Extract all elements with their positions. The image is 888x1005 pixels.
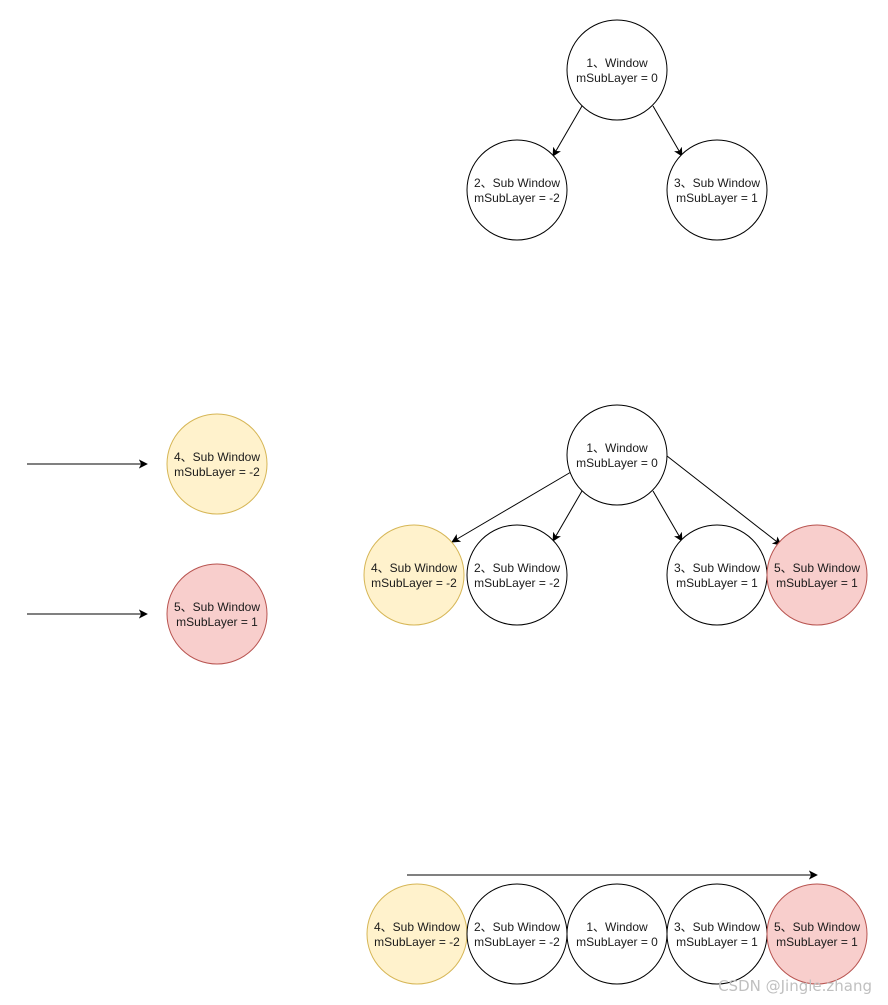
incoming-windows: 4、Sub Window mSubLayer = -2 5、Sub Window… xyxy=(27,413,268,665)
middle-tree: 1、Window mSubLayer = 0 4、Sub Window mSub… xyxy=(363,404,868,626)
window-node-title: 1、Window xyxy=(586,56,648,70)
window-node-circle xyxy=(666,883,768,985)
window-node-title: 5、Sub Window xyxy=(174,600,260,614)
edge-w1-w5-middle xyxy=(666,455,782,546)
window-node-2-middle: 2、Sub Window mSubLayer = -2 xyxy=(466,524,568,626)
window-node-5-incoming: 5、Sub Window mSubLayer = 1 xyxy=(166,563,268,665)
window-node-sublayer: mSubLayer = 0 xyxy=(576,456,658,470)
window-node-3-bottom: 3、Sub Window mSubLayer = 1 xyxy=(666,883,768,985)
edge-w1-w2-middle xyxy=(552,490,583,542)
bottom-order-row: 4、Sub Window mSubLayer = -2 2、Sub Window… xyxy=(366,870,868,985)
window-node-4-incoming: 4、Sub Window mSubLayer = -2 xyxy=(166,413,268,515)
window-node-circle xyxy=(566,883,668,985)
edge-w1-w3-top xyxy=(652,105,683,157)
window-node-circle xyxy=(366,883,468,985)
window-node-title: 2、Sub Window xyxy=(474,561,560,575)
window-node-circle xyxy=(466,139,568,241)
window-node-circle xyxy=(766,883,868,985)
window-node-title: 5、Sub Window xyxy=(774,561,860,575)
window-node-circle xyxy=(666,524,768,626)
window-node-sublayer: mSubLayer = 1 xyxy=(776,576,858,590)
window-node-1-middle: 1、Window mSubLayer = 0 xyxy=(566,404,668,506)
watermark-text: CSDN @Jingle.zhang xyxy=(718,977,872,995)
window-node-sublayer: mSubLayer = -2 xyxy=(474,935,560,949)
window-node-circle xyxy=(166,563,268,665)
window-node-circle xyxy=(363,524,465,626)
window-node-5-middle: 5、Sub Window mSubLayer = 1 xyxy=(766,524,868,626)
window-node-sublayer: mSubLayer = -2 xyxy=(474,576,560,590)
window-node-5-bottom: 5、Sub Window mSubLayer = 1 xyxy=(766,883,868,985)
window-node-title: 2、Sub Window xyxy=(474,920,560,934)
edge-w1-w3-middle xyxy=(652,490,683,542)
window-node-title: 4、Sub Window xyxy=(174,450,260,464)
window-node-sublayer: mSubLayer = 0 xyxy=(576,935,658,949)
window-node-sublayer: mSubLayer = 1 xyxy=(676,191,758,205)
window-node-circle xyxy=(166,413,268,515)
window-node-circle xyxy=(466,883,568,985)
window-node-circle xyxy=(666,139,768,241)
window-node-sublayer: mSubLayer = 1 xyxy=(176,615,258,629)
window-node-circle xyxy=(466,524,568,626)
window-node-sublayer: mSubLayer = 0 xyxy=(576,71,658,85)
window-node-sublayer: mSubLayer = -2 xyxy=(474,191,560,205)
window-node-title: 1、Window xyxy=(586,441,648,455)
window-node-title: 5、Sub Window xyxy=(774,920,860,934)
window-node-2-top: 2、Sub Window mSubLayer = -2 xyxy=(466,139,568,241)
window-node-title: 3、Sub Window xyxy=(674,920,760,934)
window-node-circle xyxy=(766,524,868,626)
top-tree: 1、Window mSubLayer = 0 2、Sub Window mSub… xyxy=(466,19,768,241)
window-node-3-middle: 3、Sub Window mSubLayer = 1 xyxy=(666,524,768,626)
edge-w1-w4-middle xyxy=(451,471,572,543)
window-node-2-bottom: 2、Sub Window mSubLayer = -2 xyxy=(466,883,568,985)
window-node-circle xyxy=(566,404,668,506)
window-node-4-middle: 4、Sub Window mSubLayer = -2 xyxy=(363,524,465,626)
window-node-title: 3、Sub Window xyxy=(674,176,760,190)
window-node-title: 4、Sub Window xyxy=(371,561,457,575)
window-node-circle xyxy=(566,19,668,121)
window-node-title: 2、Sub Window xyxy=(474,176,560,190)
window-node-title: 3、Sub Window xyxy=(674,561,760,575)
window-node-1-bottom: 1、Window mSubLayer = 0 xyxy=(566,883,668,985)
window-node-sublayer: mSubLayer = -2 xyxy=(374,935,460,949)
window-node-sublayer: mSubLayer = 1 xyxy=(676,935,758,949)
window-node-sublayer: mSubLayer = -2 xyxy=(371,576,457,590)
edge-w1-w2-top xyxy=(552,105,583,157)
window-node-4-bottom: 4、Sub Window mSubLayer = -2 xyxy=(366,883,468,985)
window-node-title: 4、Sub Window xyxy=(374,920,460,934)
window-node-sublayer: mSubLayer = 1 xyxy=(676,576,758,590)
window-node-title: 1、Window xyxy=(586,920,648,934)
window-node-3-top: 3、Sub Window mSubLayer = 1 xyxy=(666,139,768,241)
window-node-sublayer: mSubLayer = -2 xyxy=(174,465,260,479)
window-node-1-top: 1、Window mSubLayer = 0 xyxy=(566,19,668,121)
window-node-sublayer: mSubLayer = 1 xyxy=(776,935,858,949)
